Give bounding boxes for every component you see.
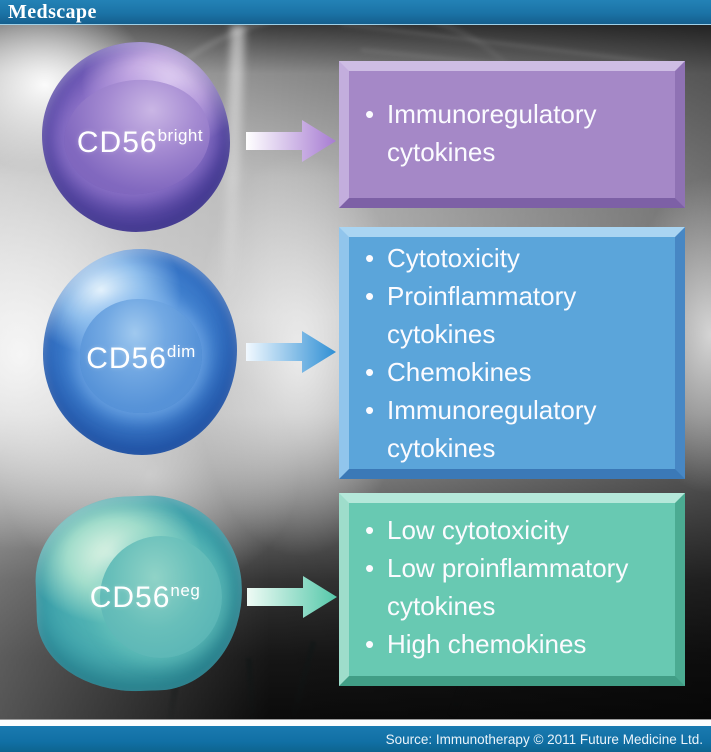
function-list: Cytotoxicity Proinflammatory cytokines C… [349, 237, 675, 467]
right-arrow-icon [246, 331, 336, 373]
cell-label-superscript: neg [170, 580, 201, 600]
right-arrow-icon [246, 120, 336, 162]
list-item: High chemokines [363, 625, 675, 663]
function-list: Low cytotoxicity Low proinflammatory cyt… [349, 503, 675, 663]
cell-nucleus [100, 536, 222, 658]
right-arrow-icon [247, 576, 337, 618]
cd56neg-cell-label: CD56neg [90, 581, 201, 615]
cd56dim-cell: CD56dim [43, 249, 237, 455]
cell-label-text: CD56 [76, 126, 158, 159]
cd56dim-cell-label: CD56dim [86, 342, 196, 376]
cell-label-superscript: bright [157, 126, 204, 145]
list-item: Low cytotoxicity [363, 511, 675, 549]
cd56bright-cell: CD56bright [42, 42, 230, 232]
source-text: Source: Immunotherapy © 2011 Future Medi… [385, 731, 703, 747]
footer-bar: Source: Immunotherapy © 2011 Future Medi… [0, 726, 711, 752]
footer-divider [0, 719, 711, 726]
header-bar: Medscape [0, 0, 711, 25]
function-list: Immunoregulatory cytokines [349, 71, 675, 171]
cell-nucleus [80, 299, 202, 413]
cell-label-superscript: dim [166, 342, 196, 361]
cd56bright-cell-label: CD56bright [77, 126, 203, 160]
cd56dim-function-box: Cytotoxicity Proinflammatory cytokines C… [339, 227, 685, 479]
cd56neg-function-box: Low cytotoxicity Low proinflammatory cyt… [339, 493, 685, 686]
list-item: Immunoregulatory cytokines [363, 391, 675, 467]
list-item: Low proinflammatory cytokines [363, 549, 675, 625]
cd56bright-function-box: Immunoregulatory cytokines [339, 61, 685, 208]
cell-label-text: CD56 [86, 342, 167, 375]
medscape-logo: Medscape [8, 0, 97, 23]
list-item: Proinflammatory cytokines [363, 277, 675, 353]
cd56neg-cell: CD56neg [32, 492, 246, 695]
cell-label-text: CD56 [89, 580, 171, 614]
list-item: Cytotoxicity [363, 239, 675, 277]
list-item: Immunoregulatory cytokines [363, 95, 675, 171]
list-item: Chemokines [363, 353, 675, 391]
